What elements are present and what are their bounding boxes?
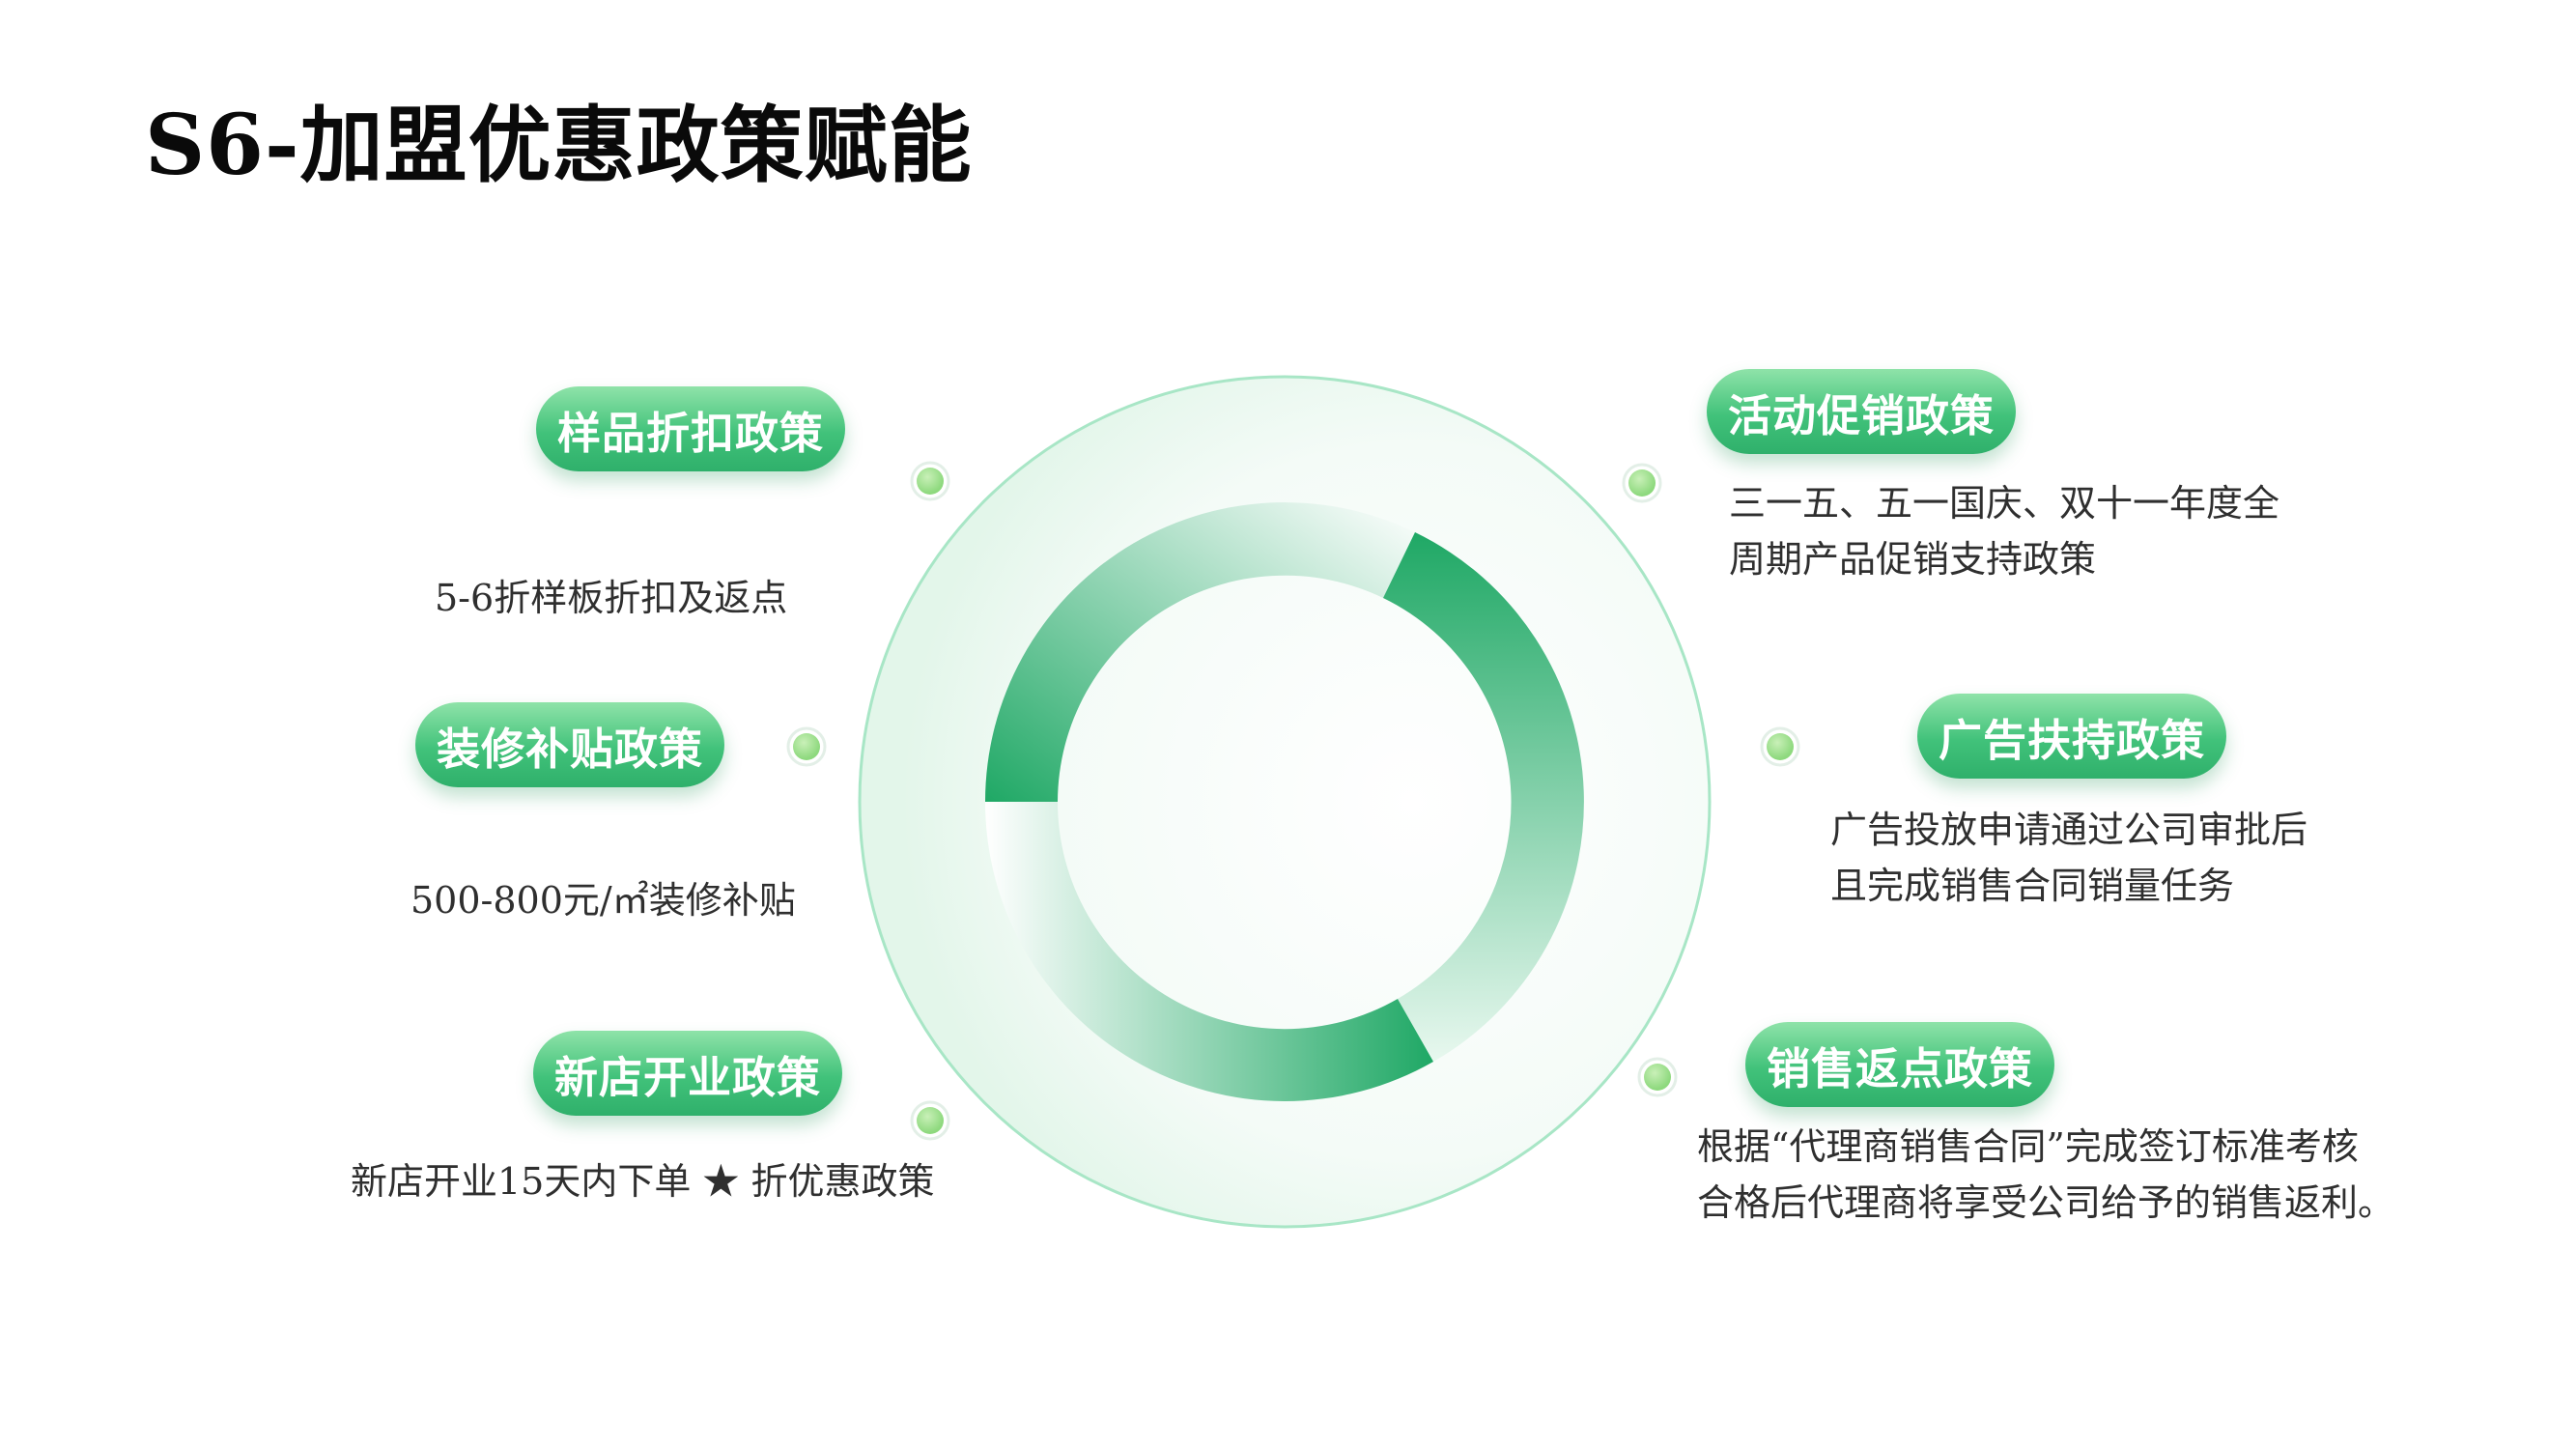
ring-arc-top-left xyxy=(985,502,1415,802)
policy-desc-sales-rebate: 根据“代理商销售合同”完成签订标准考核 合格后代理商将享受公司给予的销售返利。 xyxy=(1697,1119,2394,1231)
policy-desc-advertising: 广告投放申请通过公司审批后 且完成销售合同销量任务 xyxy=(1830,802,2307,914)
policy-desc-promotion: 三一五、五一国庆、双十一年度全 周期产品促销支持政策 xyxy=(1729,475,2279,587)
dot-new-store xyxy=(910,1100,950,1141)
policy-label-promotion: 活动促销政策 xyxy=(1707,369,2016,454)
desc-line: 根据“代理商销售合同”完成签订标准考核 xyxy=(1697,1125,2359,1168)
desc-line: 且完成销售合同销量任务 xyxy=(1830,865,2235,907)
desc-line: 周期产品促销支持政策 xyxy=(1729,538,2097,581)
ring-arc-bottom xyxy=(985,802,1433,1101)
desc-line: 广告投放申请通过公司审批后 xyxy=(1830,809,2308,851)
policy-label-renovation-subsidy: 装修补贴政策 xyxy=(415,702,724,787)
policy-label-sales-rebate: 销售返点政策 xyxy=(1745,1022,2054,1107)
outer-circle xyxy=(858,375,1712,1229)
dot-rebate xyxy=(1637,1057,1678,1097)
policy-label-new-store: 新店开业政策 xyxy=(533,1031,842,1116)
page-title: S6-加盟优惠政策赋能 xyxy=(145,97,973,194)
desc-line: 三一五、五一国庆、双十一年度全 xyxy=(1729,482,2280,525)
policy-label-sample-discount: 样品折扣政策 xyxy=(536,386,845,471)
desc-line: 5-6折样板折扣及返点 xyxy=(435,577,788,619)
dot-renovation xyxy=(786,726,827,767)
policy-desc-new-store: 新店开业15天内下单 ★ 折优惠政策 xyxy=(351,1153,935,1209)
dot-sample xyxy=(910,461,950,501)
dot-advertising xyxy=(1760,726,1800,767)
ring-arc-right xyxy=(1383,532,1584,1062)
policy-desc-sample-discount: 5-6折样板折扣及返点 xyxy=(435,570,787,626)
policy-label-advertising: 广告扶持政策 xyxy=(1917,694,2226,779)
policy-desc-renovation-subsidy: 500-800元/㎡装修补贴 xyxy=(410,872,796,928)
desc-line: 合格后代理商将享受公司给予的销售返利。 xyxy=(1697,1181,2395,1224)
dot-promotion xyxy=(1622,463,1662,503)
desc-line: 500-800元/㎡装修补贴 xyxy=(410,879,796,922)
desc-line: 新店开业15天内下单 ★ 折优惠政策 xyxy=(351,1160,935,1203)
